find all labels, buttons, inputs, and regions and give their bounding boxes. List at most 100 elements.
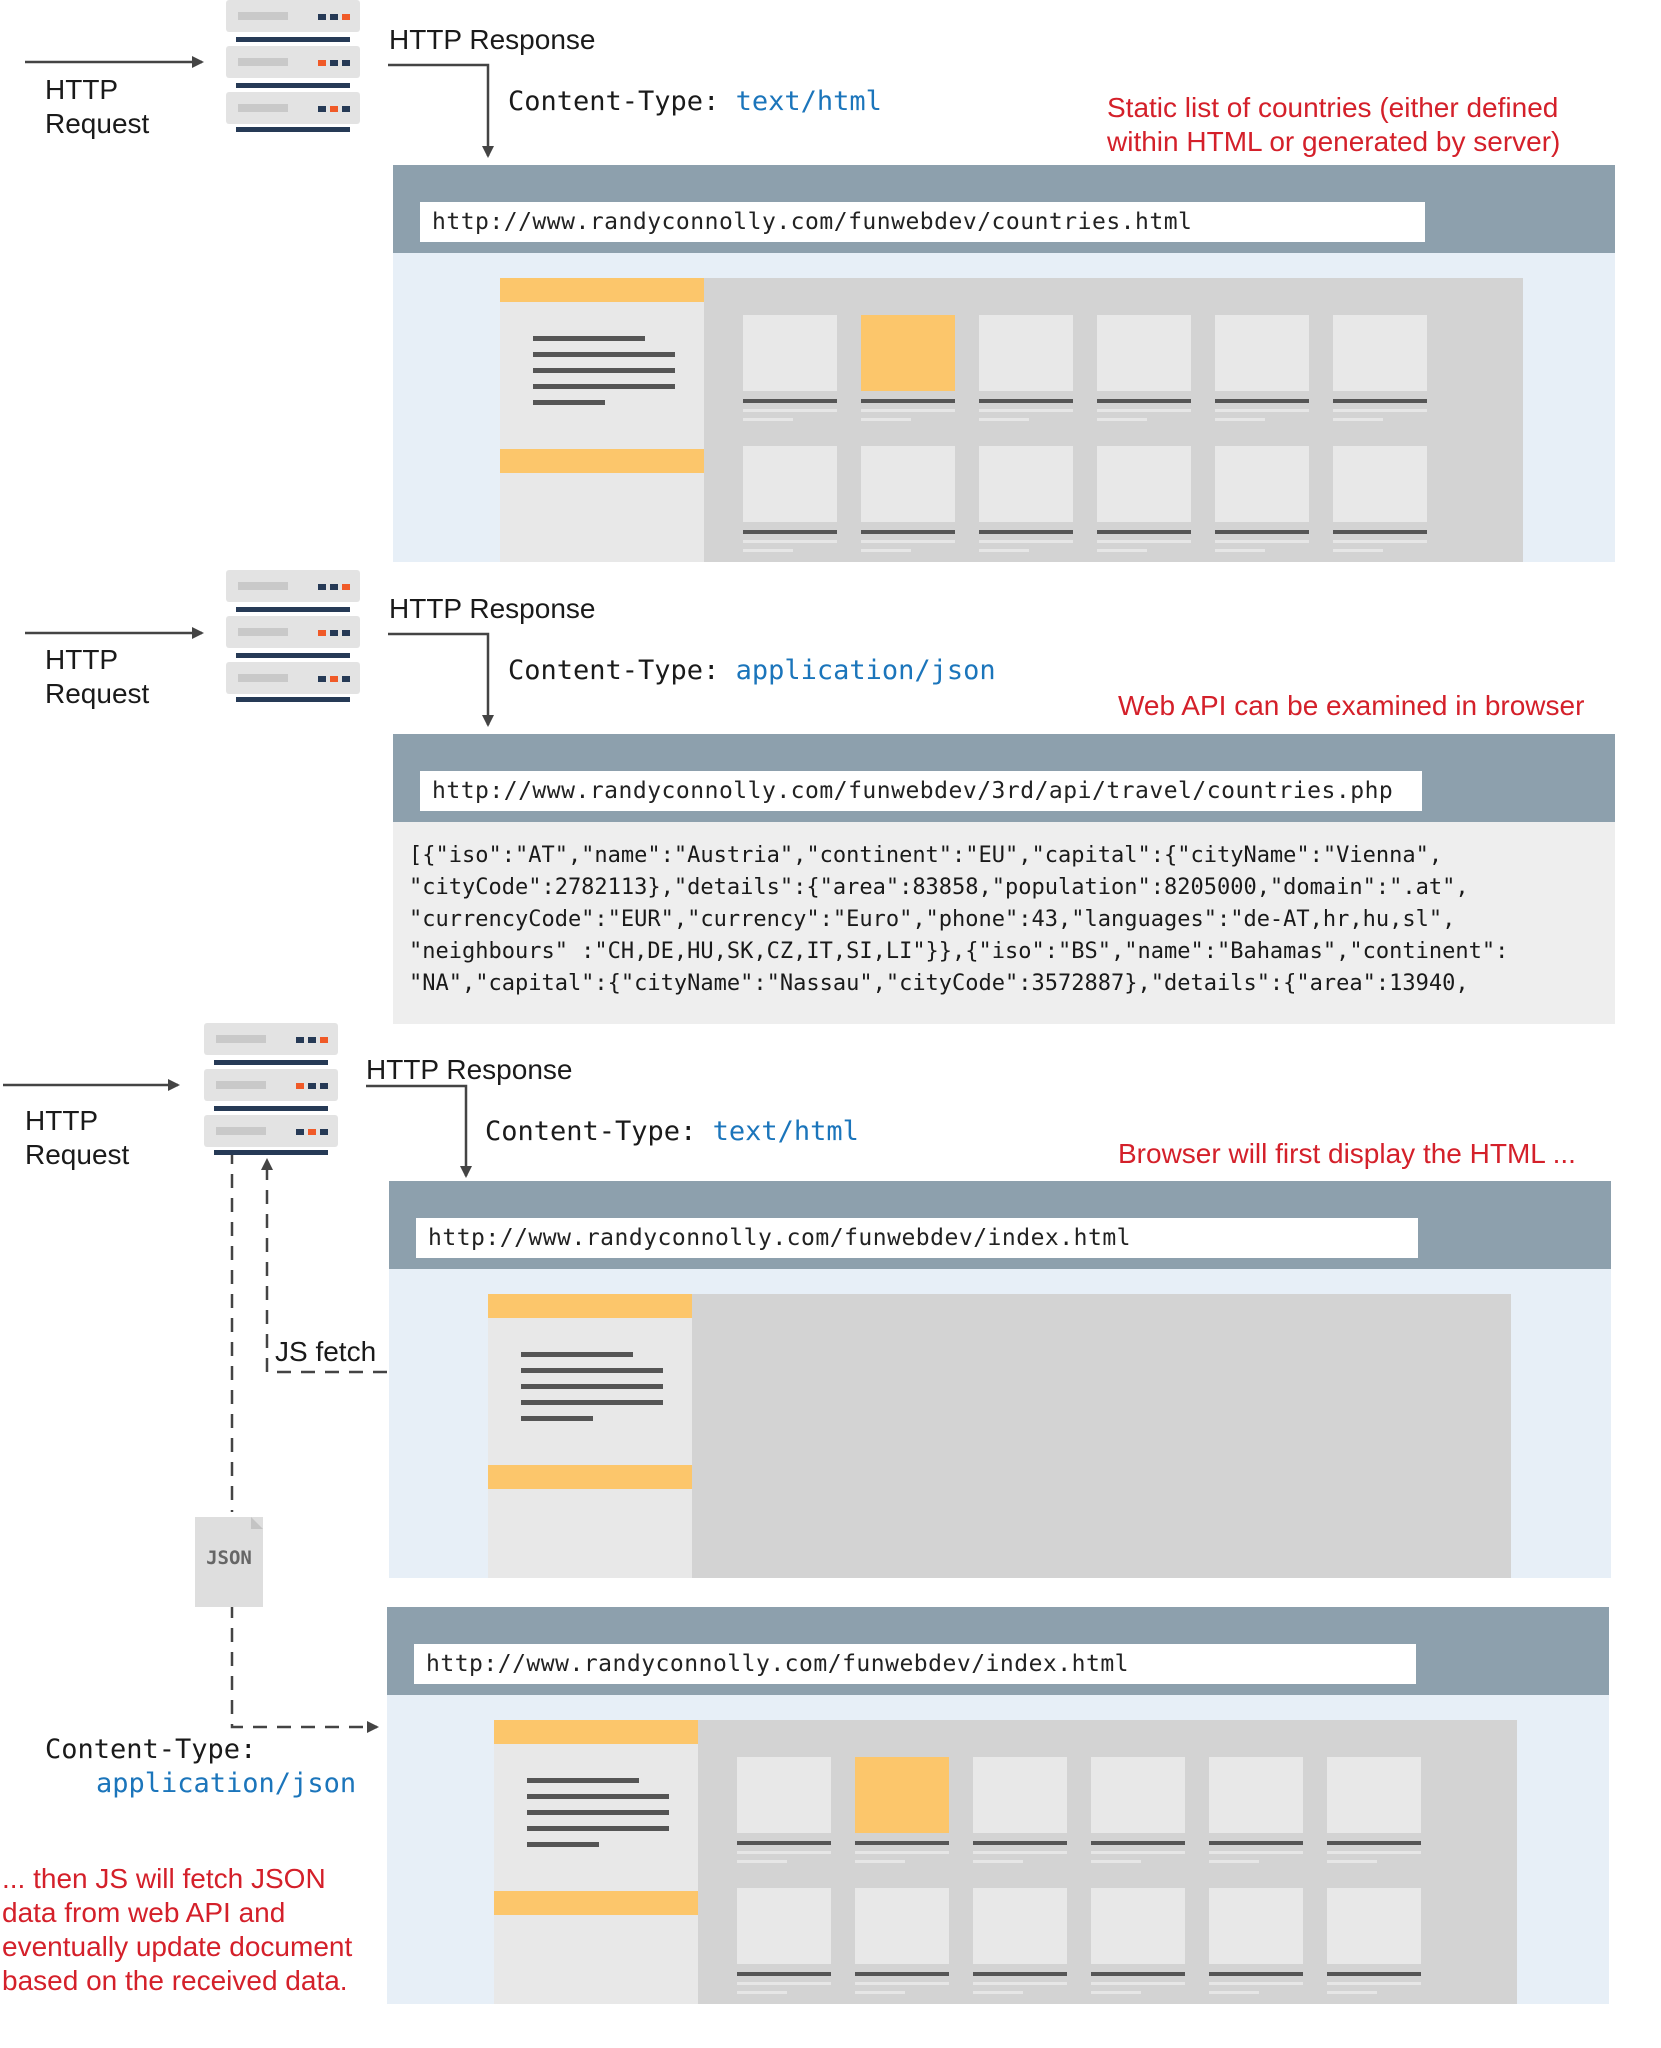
country-card[interactable]	[1209, 1757, 1303, 1863]
annotation-note: Static list of countries (either defined…	[1107, 92, 1561, 157]
content-type-key: Content-Type:	[508, 655, 720, 686]
text-line	[533, 368, 675, 373]
response-arrow-1	[388, 63, 494, 158]
response-arrow-2	[388, 632, 494, 727]
server-icon	[226, 0, 360, 132]
country-card[interactable]	[743, 446, 837, 552]
json-line: "neighbours" :"CH,DE,HU,SK,CZ,IT,SI,LI"}…	[409, 939, 1509, 964]
response-arrow-3	[366, 1084, 472, 1178]
url-field[interactable]: http://www.randyconnolly.com/funwebdev/c…	[420, 202, 1425, 242]
content-type-line: Content-Type: text/html	[485, 1116, 859, 1147]
country-card[interactable]	[979, 315, 1073, 421]
server-icon	[226, 570, 360, 709]
text-line	[521, 1352, 633, 1357]
http-response-label: HTTP Response	[389, 24, 596, 55]
content-type-key-json: Content-Type:	[45, 1734, 257, 1765]
country-card[interactable]	[1333, 315, 1427, 421]
content-type-value: application/json	[735, 655, 996, 686]
country-card[interactable]	[979, 446, 1073, 552]
page-content	[488, 1294, 1511, 1578]
text-line	[527, 1794, 669, 1799]
http-request-label: HTTP Request	[45, 74, 150, 139]
annotation-note: Web API can be examined in browser	[1118, 690, 1585, 721]
http-request-label: HTTP Request	[25, 1105, 130, 1170]
content-type-key: Content-Type:	[508, 86, 720, 117]
content-type-line: Content-Type: text/html	[508, 86, 882, 117]
js-fetch-arrow	[261, 1158, 387, 1374]
json-response-body: [{"iso":"AT","name":"Austria","continent…	[393, 822, 1615, 1024]
country-card[interactable]	[1327, 1888, 1421, 1994]
json-line: "currencyCode":"EUR","currency":"Euro","…	[409, 907, 1456, 932]
sidebar-divider	[494, 1891, 698, 1915]
content-type-line: Content-Type: application/json	[508, 655, 996, 686]
country-card[interactable]	[973, 1757, 1067, 1863]
sidebar-divider	[500, 449, 704, 473]
text-line	[521, 1368, 663, 1373]
json-line: "cityCode":2782113},"details":{"area":83…	[409, 875, 1469, 900]
country-card[interactable]	[1209, 1888, 1303, 1994]
json-document-icon: JSON	[195, 1517, 263, 1607]
url-field[interactable]: http://www.randyconnolly.com/funwebdev/i…	[416, 1218, 1418, 1258]
sidebar-divider	[488, 1465, 692, 1489]
text-line	[527, 1810, 669, 1815]
http-response-label: HTTP Response	[389, 593, 596, 624]
text-line	[527, 1826, 669, 1831]
country-card[interactable]	[1215, 315, 1309, 421]
country-card[interactable]	[1097, 446, 1191, 552]
country-card[interactable]	[737, 1888, 831, 1994]
server-icon	[204, 1023, 338, 1162]
json-return-arrow	[230, 1604, 379, 1733]
sidebar-header	[488, 1294, 692, 1318]
page-content	[494, 1720, 1517, 2004]
sidebar	[500, 278, 704, 562]
js-fetch-label: JS fetch	[275, 1336, 377, 1367]
server-icon	[226, 570, 360, 702]
country-card[interactable]	[1097, 315, 1191, 421]
annotation-note: Browser will first display the HTML ...	[1118, 1138, 1576, 1169]
content-type-value: text/html	[712, 1116, 859, 1147]
country-card[interactable]	[855, 1888, 949, 1994]
country-card[interactable]	[737, 1757, 831, 1863]
server-icon	[204, 1023, 338, 1155]
content-type-key: Content-Type:	[485, 1116, 697, 1147]
text-line	[533, 400, 605, 405]
browser-window: http://www.randyconnolly.com/funwebdev/c…	[393, 165, 1615, 562]
sidebar	[488, 1294, 692, 1578]
text-line	[521, 1416, 593, 1421]
json-document-icon	[195, 1517, 263, 1607]
text-line	[533, 336, 645, 341]
country-card[interactable]	[1091, 1757, 1185, 1863]
text-line	[527, 1842, 599, 1847]
text-line	[533, 352, 675, 357]
url-field[interactable]: http://www.randyconnolly.com/funwebdev/i…	[414, 1644, 1416, 1684]
text-line	[527, 1778, 639, 1783]
annotation-note: ... then JS will fetch JSON data from we…	[2, 1863, 353, 1996]
country-card[interactable]	[1333, 446, 1427, 552]
text-line	[533, 384, 675, 389]
http-response-label: HTTP Response	[366, 1054, 573, 1085]
content-type-value-json: application/json	[96, 1768, 357, 1799]
country-card[interactable]	[861, 315, 955, 421]
browser-window: http://www.randyconnolly.com/funwebdev/i…	[389, 1181, 1611, 1578]
browser-window: http://www.randyconnolly.com/funwebdev/3…	[393, 734, 1615, 1024]
country-card[interactable]	[855, 1757, 949, 1863]
url-field[interactable]: http://www.randyconnolly.com/funwebdev/3…	[420, 771, 1422, 811]
country-card[interactable]	[861, 446, 955, 552]
sidebar-header	[500, 278, 704, 302]
sidebar	[494, 1720, 698, 2004]
browser-window: http://www.randyconnolly.com/funwebdev/i…	[387, 1607, 1609, 2004]
country-card[interactable]	[1215, 446, 1309, 552]
text-line	[521, 1400, 663, 1405]
country-card[interactable]	[973, 1888, 1067, 1994]
page-content	[500, 278, 1523, 562]
server-icon	[226, 0, 360, 139]
country-card[interactable]	[1091, 1888, 1185, 1994]
sidebar-header	[494, 1720, 698, 1744]
country-card[interactable]	[743, 315, 837, 421]
country-card[interactable]	[1327, 1757, 1421, 1863]
text-line	[521, 1384, 663, 1389]
json-line: "NA","capital":{"cityName":"Nassau","cit…	[409, 971, 1469, 996]
json-line: [{"iso":"AT","name":"Austria","continent…	[409, 843, 1443, 868]
http-request-label: HTTP Request	[45, 644, 150, 709]
content-type-value: text/html	[735, 86, 882, 117]
